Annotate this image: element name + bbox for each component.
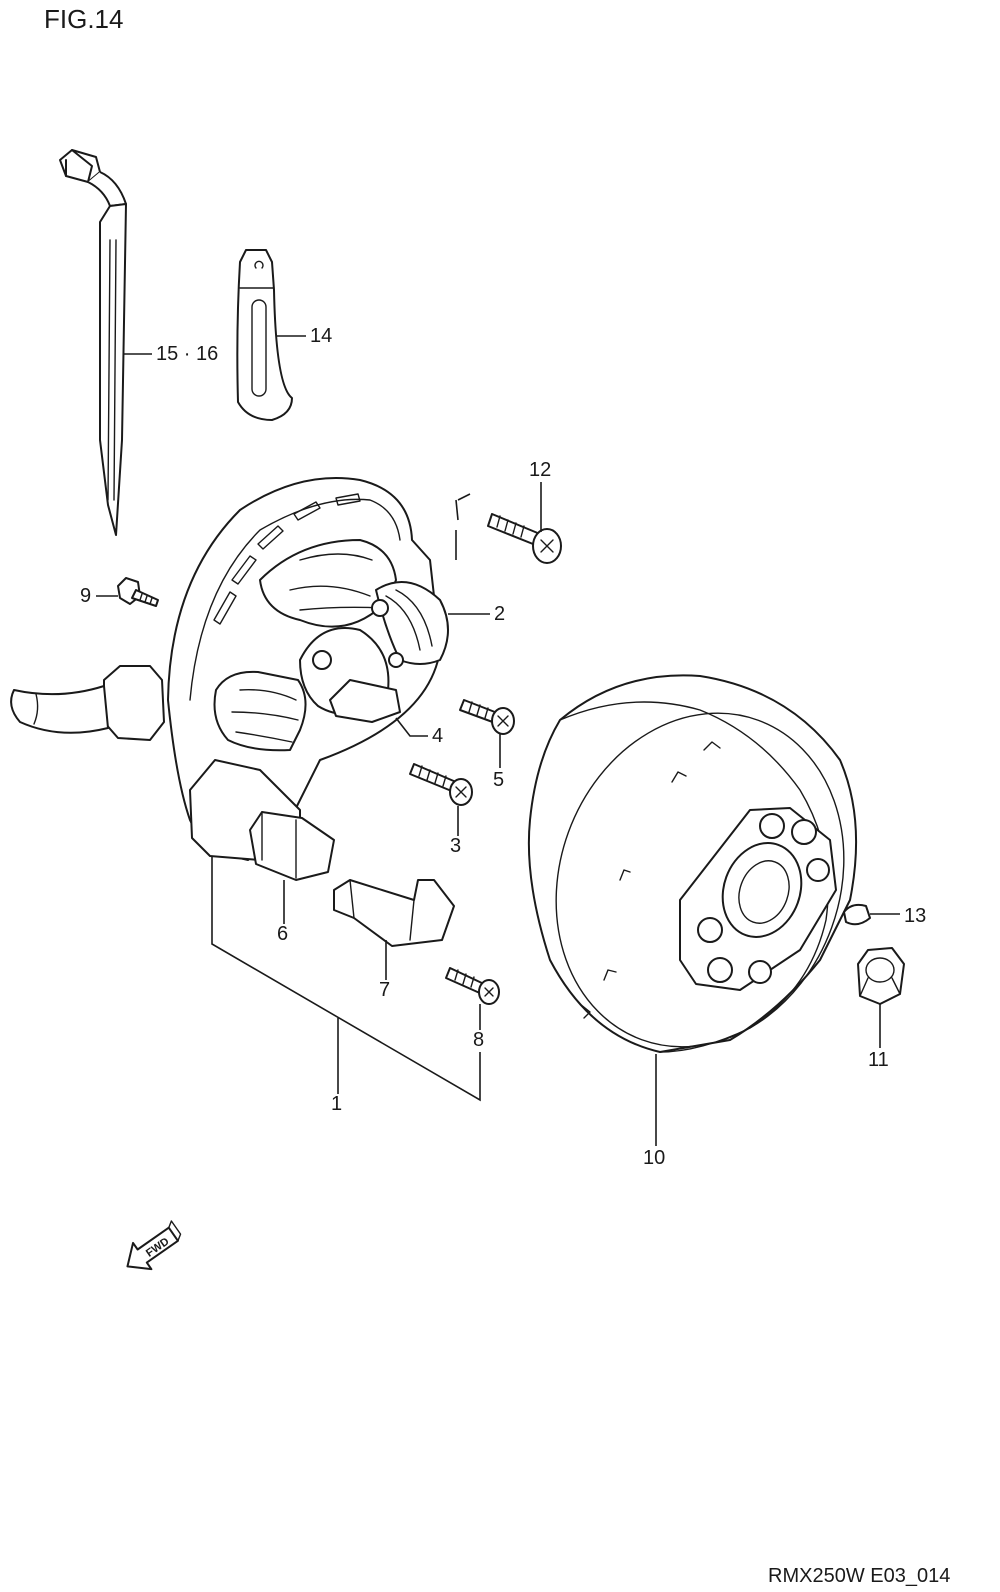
callout-1: 1 <box>331 1093 342 1115</box>
key-13-drawing <box>843 903 871 926</box>
callout-8: 8 <box>473 1029 484 1051</box>
callout-6: 6 <box>277 923 288 945</box>
callout-10: 10 <box>643 1147 665 1169</box>
figure-code: RMX250W E03_014 <box>768 1565 950 1587</box>
callout-11: 11 <box>868 1049 889 1071</box>
callout-15-16: 15 · 16 <box>156 343 218 365</box>
callout-12: 12 <box>529 459 551 481</box>
stator-assembly-drawing <box>10 477 449 881</box>
screw-12-drawing <box>455 493 562 564</box>
screw-8-drawing <box>445 967 500 1005</box>
callout-5: 5 <box>493 769 504 791</box>
figure-title: FIG.14 <box>44 4 123 34</box>
rotor-10-drawing <box>527 674 858 1053</box>
screw-9-drawing <box>117 577 159 607</box>
nut-11-drawing <box>857 947 905 1005</box>
callout-9: 9 <box>80 585 91 607</box>
callout-7: 7 <box>379 979 390 1001</box>
forward-arrow-icon: FWD <box>126 1220 182 1271</box>
callout-2: 2 <box>494 603 505 625</box>
callout-14: 14 <box>310 325 332 347</box>
bracket-7-drawing <box>333 879 455 947</box>
leader-lines <box>96 335 900 1146</box>
callout-3: 3 <box>450 835 461 857</box>
clamp-drawing <box>236 249 293 421</box>
screw-5-drawing <box>459 699 515 735</box>
cable-tie-drawing <box>59 149 127 536</box>
screw-3-drawing <box>409 763 473 806</box>
callout-4: 4 <box>432 725 443 747</box>
callout-13: 13 <box>904 905 926 927</box>
